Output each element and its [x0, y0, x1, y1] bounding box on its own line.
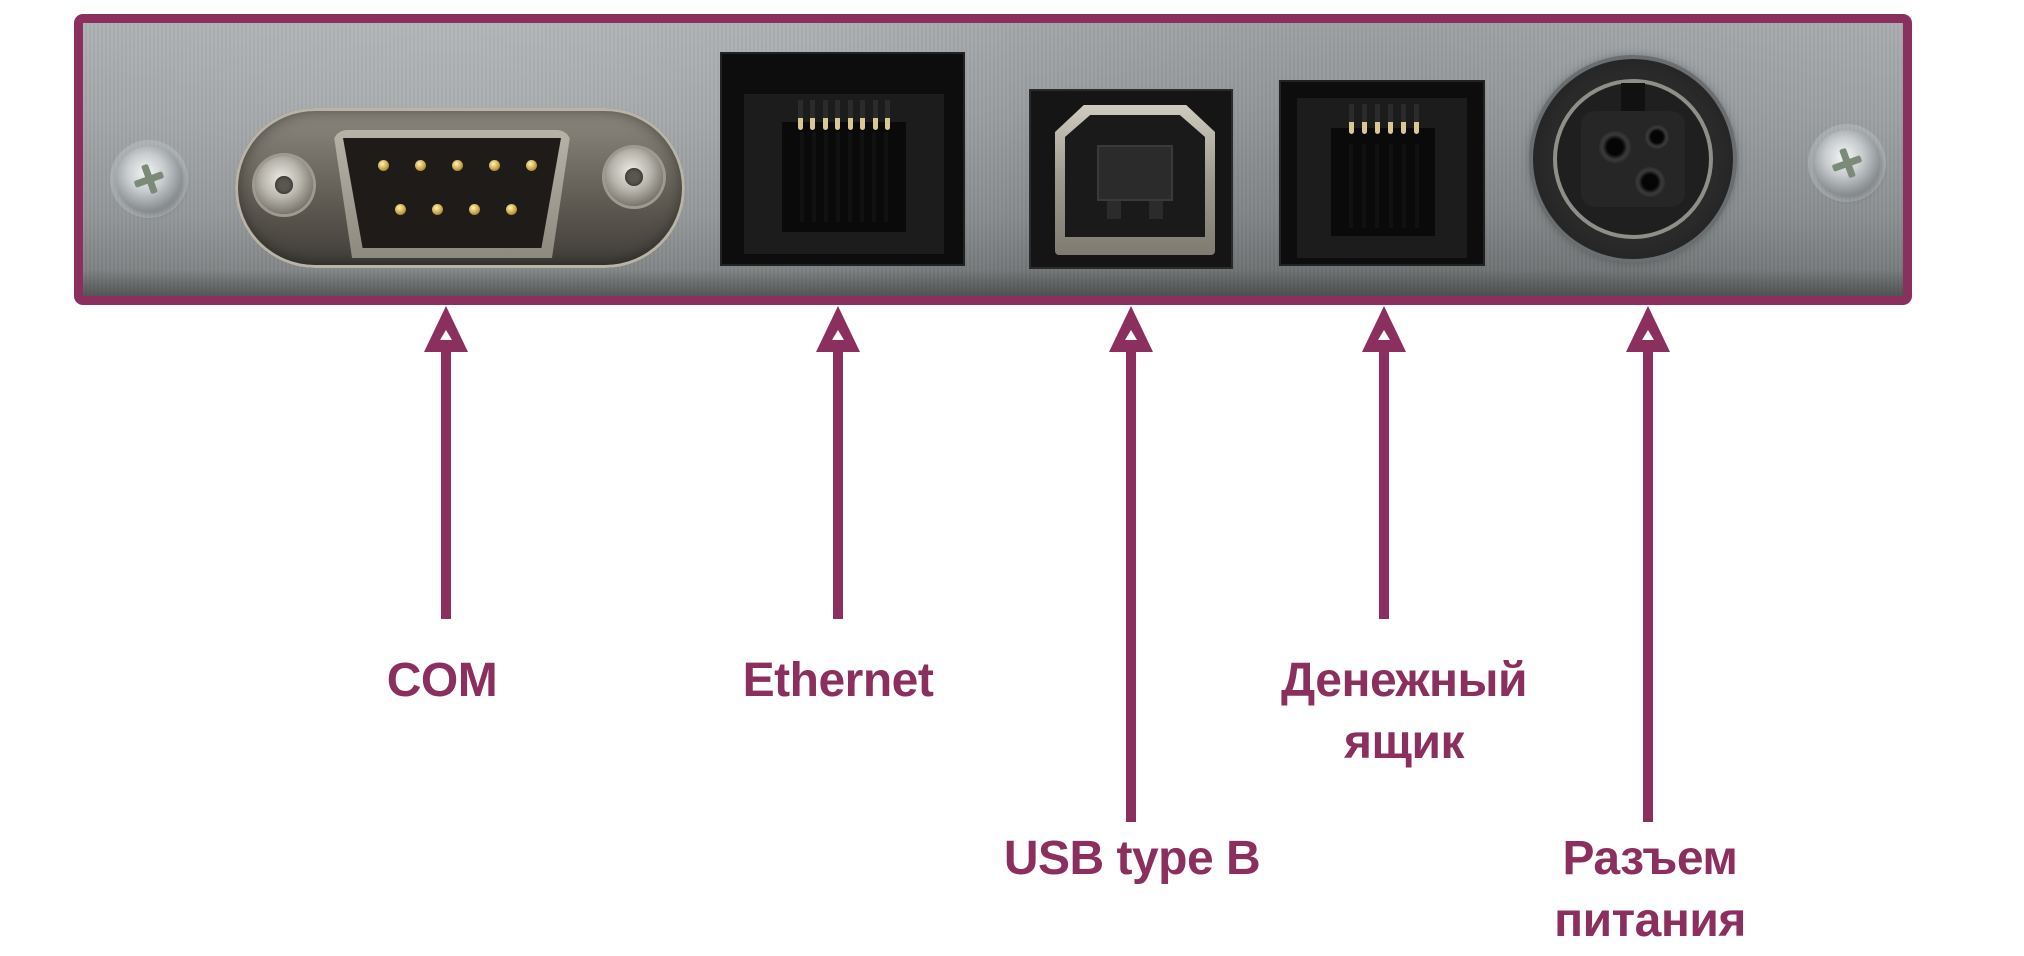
db9-pin-field: [343, 138, 561, 248]
arrow-up-icon: [1626, 306, 1670, 822]
cash-drawer-port: [1279, 80, 1485, 266]
db9-standoff-right: [605, 148, 663, 206]
label-usb-type-b: USB type B: [1003, 832, 1261, 885]
arrow-up-icon: [424, 306, 468, 619]
ethernet-port: [720, 52, 965, 266]
label-cash-drawer: Денежный ящик: [1280, 654, 1528, 769]
usb-b-port: [1029, 89, 1233, 269]
arrow-up-icon: [1109, 306, 1153, 822]
arrow-up-icon: [1362, 306, 1406, 619]
connector-panel-photo: [74, 14, 1912, 305]
screw-icon: [1814, 130, 1880, 196]
db9-flange: [235, 108, 685, 268]
db9-standoff-left: [255, 156, 313, 214]
label-ethernet: Ethernet: [742, 654, 934, 707]
label-com: COM: [386, 654, 498, 707]
screw-icon: [116, 146, 182, 212]
arrow-up-icon: [816, 306, 860, 619]
power-port: [1533, 59, 1733, 259]
label-power-connector: Разъем питания: [1554, 832, 1746, 947]
